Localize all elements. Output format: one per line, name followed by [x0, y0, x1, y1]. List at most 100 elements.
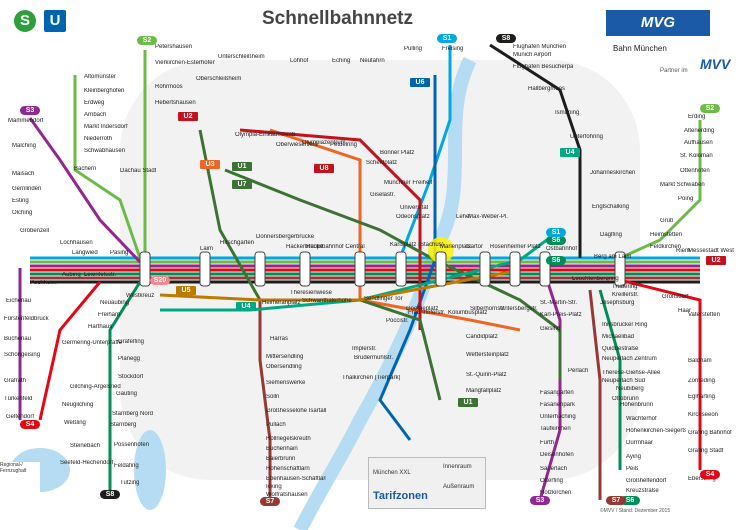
station-east: Haar — [678, 308, 692, 314]
line-badge-u1: U1 — [232, 162, 252, 171]
station-centre: Lehel — [456, 214, 471, 220]
station-west: Esting — [12, 198, 29, 204]
station-north: Flughafen München — [513, 44, 567, 50]
station-east: Otterfing — [540, 478, 564, 484]
line-badge-u1: U1 — [458, 398, 478, 407]
station-west: Aubing — [62, 272, 81, 278]
station-east: Wächterhof — [626, 416, 657, 422]
station-west: Starnberg Nord — [112, 411, 154, 417]
station-east: Großhelfendorf — [626, 478, 667, 484]
line-badge-u2: U2 — [706, 256, 726, 265]
station-centre: Untersbergstr. — [500, 306, 538, 312]
line-badge-s1: S1 — [546, 228, 566, 237]
station-centre: Thalkirchen (Tierpark) — [342, 375, 401, 381]
station-east: Vaterstetten — [688, 312, 720, 318]
station-centre: Hauptbahnhof Central Station — [306, 244, 366, 250]
station-centre: St.-Quirin-Platz — [466, 372, 507, 378]
station-east: Kirchseeon — [688, 412, 719, 418]
station-east: Furth — [540, 440, 555, 446]
station-west: Tutzing — [120, 480, 140, 486]
station-north: Hebertshausen — [155, 100, 196, 106]
station-north: Englschalking — [592, 204, 630, 210]
station-centre: Giesing — [540, 326, 561, 332]
line-badge-s6: S6 — [546, 256, 566, 265]
station-west: Eichenau — [6, 298, 32, 304]
station-west: Weßling — [64, 420, 86, 426]
station-centre: Ebenhausen-Schäftlarn — [266, 476, 326, 482]
station-north: Munich Airport — [513, 52, 552, 58]
line-badge-u4: U4 — [236, 302, 256, 311]
station-west: Geltendorf — [6, 414, 35, 420]
line-badge-u8: U8 — [314, 164, 334, 173]
station-west: Lochhausen — [60, 240, 93, 246]
station-north: Röhrmoos — [155, 84, 183, 90]
mvv-logo: MVV — [700, 56, 731, 72]
station-west: Starnberg — [110, 422, 137, 428]
line-badge-u6: U6 — [410, 78, 430, 87]
station-centre: Obersendling — [266, 364, 302, 370]
station-west: Neugilching — [62, 402, 94, 408]
station-centre: Marienplatz — [440, 244, 472, 250]
station-north: Altenerding — [684, 128, 715, 134]
bahn-muenchen-label: Bahn München — [613, 44, 667, 53]
station-west: Planegg — [118, 356, 141, 362]
station-centre: Poccistr. — [386, 318, 409, 324]
station-north: Dachau Stadt — [120, 168, 157, 174]
station-east: Unterhaching — [540, 414, 576, 420]
station-east: Trudering — [612, 284, 638, 290]
station-centre: Karlsplatz (Stachus) — [390, 242, 444, 248]
station-east: Hohenbrunn — [620, 402, 654, 408]
station-north: Flughafen Besucherpark — [513, 64, 573, 70]
station-east: Eglharting — [688, 394, 716, 400]
station-west: Neuaubing — [100, 300, 130, 306]
station-west: Grafrath — [4, 378, 27, 384]
station-north: Unterföhring — [570, 134, 604, 140]
station-east: Perlach — [568, 368, 589, 374]
station-centre: Fraunhoferstr. — [408, 310, 446, 316]
station-centre: Isartor — [466, 244, 484, 250]
station-east: Therese-Giehse-Allee — [602, 370, 661, 376]
station-north: Bachern — [74, 166, 97, 172]
station-east: Kreillerstr. — [612, 292, 639, 298]
station-centre: Baierbrunn — [266, 456, 296, 462]
station-centre: Max-Weber-Pl. — [468, 214, 508, 220]
station-north: Feldkirchen — [650, 244, 682, 250]
station-north: Riem — [676, 248, 691, 254]
station-centre: Implerstr. — [352, 346, 377, 352]
station-centre: Höllriegelskreuth — [266, 436, 311, 442]
station-west: Germering-Unterpfaffenhofen — [62, 340, 122, 346]
line-badge-u7: U7 — [232, 180, 252, 189]
tariff-legend: München XXL Innenraum Außenraum Tarifzon… — [368, 457, 486, 509]
line-badge-s1: S1 — [437, 34, 457, 43]
station-west: Mammendorf — [8, 118, 44, 124]
partner-label: Partner im — [660, 68, 688, 74]
station-centre: Wolfratshausen — [266, 492, 308, 498]
station-north: Niederroth — [84, 136, 113, 142]
station-east: Michaelibad — [602, 334, 635, 340]
station-east: Fasanenpark — [540, 402, 576, 408]
station-centre: Goetheplatz — [406, 306, 439, 312]
station-east: Berg am Laim — [594, 254, 632, 260]
station-centre: Hohenschäftlarn — [266, 466, 310, 472]
station-east: Holzkirchen — [540, 490, 572, 496]
station-west: Gernlinden — [12, 186, 42, 192]
station-east: Deisenhofen — [540, 452, 574, 458]
station-west: Gröbenzell — [20, 228, 50, 234]
station-centre: Odeonsplatz — [396, 214, 430, 220]
station-north: Ismaning — [555, 110, 580, 116]
station-west: Gilching-Argelsried — [70, 384, 121, 390]
station-north: Eching — [332, 58, 351, 64]
station-west: Freiham — [98, 312, 121, 318]
station-centre: Harras — [270, 336, 289, 342]
line-badge-s7: S7 — [606, 496, 626, 505]
station-centre: Pullach — [266, 422, 286, 428]
station-centre: Solln — [266, 394, 280, 400]
station-north: Petershausen — [155, 44, 193, 50]
station-centre: Siemenswerke — [266, 380, 306, 386]
station-west: Türkenfeld — [4, 396, 33, 402]
page-title: Schnellbahnnetz — [262, 8, 413, 29]
station-east: Gronsdorf — [662, 294, 689, 300]
station-north: Ottenhofen — [680, 168, 710, 174]
station-west: Stockdorf — [118, 374, 144, 380]
